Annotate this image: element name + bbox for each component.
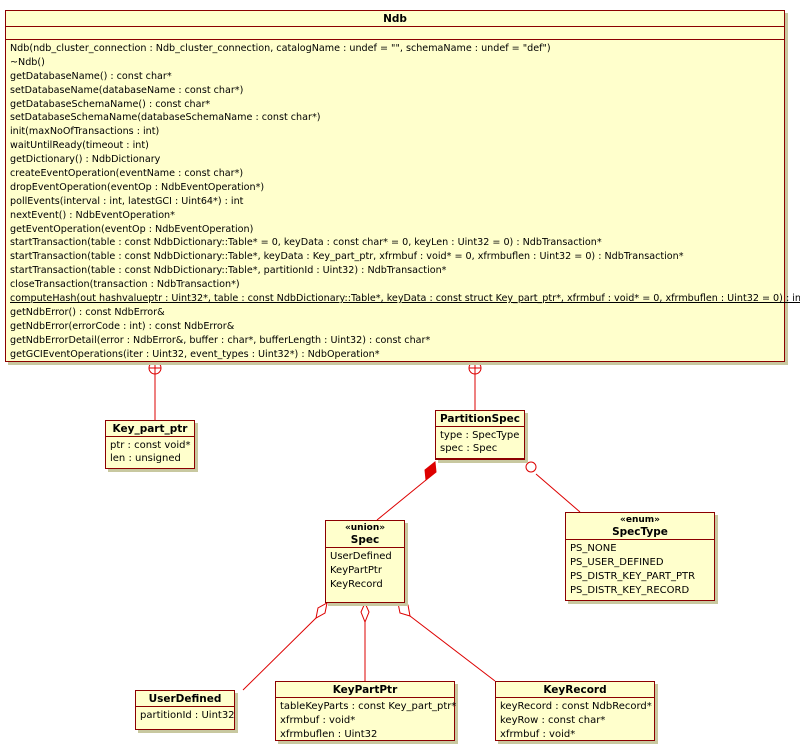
stereotype-label: «union» xyxy=(344,523,386,533)
class-header: «union» Spec xyxy=(326,521,404,548)
aggregation-line-partition-spec-spec-type xyxy=(535,473,581,513)
class-user-defined: UserDefined partitionId : Uint32 xyxy=(135,690,235,730)
attribute: xfrmbuf : void* xyxy=(280,715,356,726)
attributes-compartment: ptr : const void* len : unsigned xyxy=(106,437,194,467)
attributes-compartment xyxy=(6,27,784,40)
attributes-compartment: PS_NONE PS_USER_DEFINED PS_DISTR_KEY_PART_… xyxy=(566,540,714,600)
attribute: PS_USER_DEFINED xyxy=(570,557,664,568)
class-key-part-ptr-spec: KeyPartPtr tableKeyParts : const Key_par… xyxy=(275,681,457,744)
operation: startTransaction(table : const NdbDictio… xyxy=(10,237,602,249)
class-name: KeyRecord xyxy=(496,682,654,698)
class-key-part-ptr: Key_part_ptr ptr : const void* len : unsi… xyxy=(105,420,195,469)
operation: ~Ndb() xyxy=(10,56,45,68)
attribute: keyRecord : const NdbRecord* xyxy=(500,701,652,712)
attribute: xfrmbuflen : Uint32 xyxy=(280,729,378,740)
class-name: SpecType xyxy=(612,526,668,538)
operation: setDatabaseName(databaseName : const cha… xyxy=(10,84,244,96)
class-name: KeyPartPtr xyxy=(276,682,454,698)
attribute: spec : Spec xyxy=(440,443,498,454)
attribute: ptr : const void* xyxy=(110,440,191,451)
operation: closeTransaction(transaction : NdbTransa… xyxy=(10,279,240,291)
attribute: PS_NONE xyxy=(570,543,617,554)
attributes-compartment: partitionId : Uint32 xyxy=(136,707,235,725)
class-name: PartitionSpec xyxy=(436,411,524,427)
operation: getNdbError() : const NdbError& xyxy=(10,306,165,318)
operation: getNdbErrorDetail(error : NdbError&, buf… xyxy=(10,334,431,346)
operation: waitUntilReady(timeout : int) xyxy=(10,140,149,152)
operation: getGCIEventOperations(iter : Uint32, eve… xyxy=(10,348,380,360)
aggregation-diamond xyxy=(397,602,411,617)
aggregation-diamond xyxy=(360,601,370,624)
attributes-compartment: type : SpecType spec : Spec xyxy=(436,427,524,459)
operation: startTransaction(table : const NdbDictio… xyxy=(10,251,684,263)
operation: Ndb(ndb_cluster_connection : Ndb_cluster… xyxy=(10,43,551,54)
operation: setDatabaseSchemaName(databaseSchemaName… xyxy=(10,112,321,124)
class-name: Ndb xyxy=(6,11,784,27)
aggregation-line-spec-key-record xyxy=(409,615,496,682)
attribute: KeyPartPtr xyxy=(330,565,382,576)
operation: getNdbError(errorCode : int) : const Ndb… xyxy=(10,320,235,332)
class-header: «enum» SpecType xyxy=(566,513,714,540)
attribute: tableKeyParts : const Key_part_ptr* xyxy=(280,701,457,712)
attribute: KeyRecord xyxy=(330,579,383,590)
class-name: Key_part_ptr xyxy=(106,421,194,437)
attributes-compartment: tableKeyParts : const Key_part_ptr*xfrmb… xyxy=(276,698,457,744)
attribute: type : SpecType xyxy=(440,430,520,441)
attribute: xfrmbuf : void* xyxy=(500,729,576,740)
class-name: Spec xyxy=(350,534,380,546)
operation: startTransaction(table : const NdbDictio… xyxy=(10,265,447,277)
attribute: PS_DISTR_KEY_RECORD xyxy=(570,585,690,596)
operations-compartment: Ndb(ndb_cluster_connection : Ndb_cluster… xyxy=(6,40,800,363)
attribute: len : unsigned xyxy=(110,453,181,464)
operation: getEventOperation(eventOp : NdbEventOper… xyxy=(10,223,254,235)
attribute: PS_DISTR_KEY_PART_PTR xyxy=(570,571,696,582)
attribute: partitionId : Uint32 xyxy=(140,710,235,721)
operation: createEventOperation(eventName : const c… xyxy=(10,168,244,180)
operation: getDatabaseName() : const char* xyxy=(10,70,172,82)
aggregation-line-spec-user-defined xyxy=(242,617,317,691)
operation: pollEvents(interval : int, latestGCI : U… xyxy=(10,195,244,207)
attribute: keyRow : const char* xyxy=(500,715,606,726)
class-partition-spec: PartitionSpec type : SpecType spec : Spec xyxy=(435,410,525,460)
stereotype-label: «enum» xyxy=(620,515,660,525)
composition-diamond xyxy=(424,461,437,481)
attribute: UserDefined xyxy=(330,551,392,562)
operation: init(maxNoOfTransactions : int) xyxy=(10,126,160,138)
attributes-compartment: keyRecord : const NdbRecord* keyRow : con… xyxy=(496,698,654,744)
operation: dropEventOperation(eventOp : NdbEventOpe… xyxy=(10,181,265,193)
operation: nextEvent() : NdbEventOperation* xyxy=(10,209,175,221)
class-name: UserDefined xyxy=(136,691,234,707)
aggregation-diamond xyxy=(315,602,328,619)
composition-line-partition-spec-spec xyxy=(376,479,427,521)
operation: getDictionary() : NdbDictionary xyxy=(10,154,161,166)
class-ndb: Ndb Ndb(ndb_cluster_connection : Ndb_clu… xyxy=(5,10,800,363)
aggregation-circle xyxy=(525,461,537,473)
operation: computeHash(out hashvalueptr : Uint32*, … xyxy=(10,293,800,305)
class-key-record: KeyRecord keyRecord : const NdbRecord*ke… xyxy=(495,681,655,741)
operation: getDatabaseSchemaName() : const char* xyxy=(10,98,211,110)
